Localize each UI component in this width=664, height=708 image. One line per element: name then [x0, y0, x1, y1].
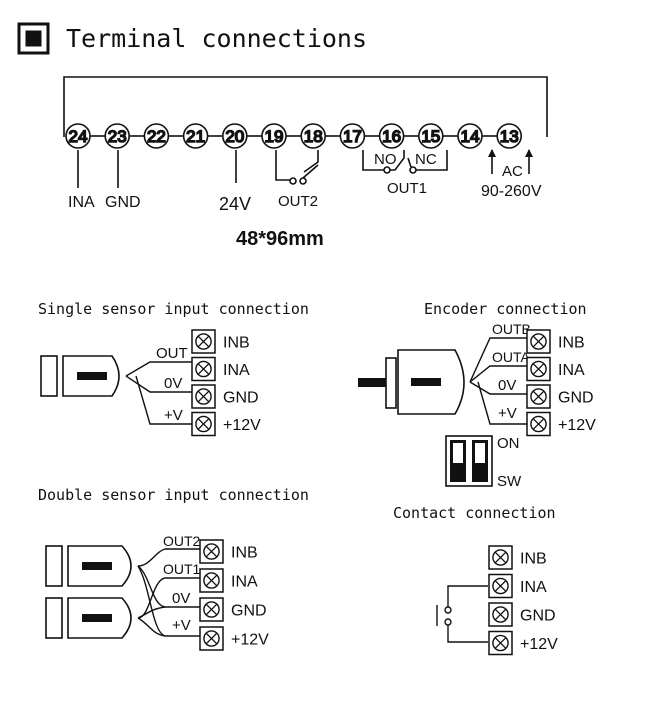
terminal-number: 21 — [186, 127, 205, 146]
label-ina: INA — [68, 194, 95, 211]
terminal-number: 17 — [343, 127, 362, 146]
terminal-number: 15 — [421, 127, 440, 146]
terminal-label: INB — [231, 545, 258, 562]
terminal-label: INB — [520, 551, 547, 568]
single-sensor-title: Single sensor input connection — [38, 300, 309, 318]
screw-terminal — [191, 384, 216, 409]
terminal-label: +12V — [520, 636, 558, 653]
screw-terminal — [191, 329, 216, 354]
title-box-icon — [17, 22, 50, 55]
terminal-13 — [496, 123, 523, 149]
single-sensor-section: Single sensor input connection OUT 0V +V… — [38, 300, 309, 437]
screw-terminal — [526, 411, 551, 437]
strip-frame — [63, 76, 548, 137]
screw-terminal — [526, 356, 551, 382]
wire-out1: OUT1 — [163, 561, 201, 577]
dimension-label: 48*96mm — [236, 228, 324, 250]
terminal-number: 16 — [382, 127, 401, 146]
terminal-number: 19 — [265, 127, 284, 146]
contact-title: Contact connection — [393, 504, 556, 522]
wire-outa: OUTA — [492, 349, 531, 365]
screw-terminal — [191, 411, 216, 437]
terminal-number: 14 — [461, 127, 480, 146]
screw-terminal — [488, 630, 513, 656]
terminal-label: GND — [223, 390, 259, 407]
terminal-number: 18 — [304, 127, 323, 146]
screw-terminal — [199, 539, 224, 564]
wire-plusv: +V — [164, 407, 183, 424]
terminal-label: INA — [231, 574, 258, 591]
dip-switch: ON SW — [445, 435, 522, 490]
terminal-label: INA — [223, 362, 250, 379]
encoder-section: Encoder connection OUTB OUTA 0V +V INB IN… — [358, 300, 596, 490]
header: Terminal connections — [17, 22, 367, 55]
terminal-number: 13 — [500, 127, 519, 146]
terminal-label: GND — [558, 390, 594, 407]
screw-terminal — [199, 626, 224, 651]
switch-sw-label: SW — [497, 473, 522, 490]
terminal-labels: INA GND 24V OUT2 NO NC OUT1 AC 90-260V 4… — [68, 151, 542, 250]
switch-on-label: ON — [497, 435, 520, 452]
terminal-strip: 24 23 22 21 20 19 18 17 16 15 14 13 — [63, 76, 548, 188]
screw-terminal — [199, 597, 224, 622]
terminal-label: +12V — [231, 632, 269, 649]
terminal-label: INB — [223, 335, 250, 352]
contact-section: Contact connection INB INA GND +12V — [393, 504, 558, 656]
label-gnd: GND — [105, 194, 141, 211]
screw-terminal — [526, 329, 551, 354]
label-nc: NC — [415, 151, 437, 168]
sensor-bodies — [45, 545, 132, 639]
screw-terminal — [526, 384, 551, 409]
terminal-number: 22 — [147, 127, 166, 146]
label-24v: 24V — [219, 194, 251, 214]
label-ac-range: 90-260V — [481, 183, 542, 200]
terminal-label: INB — [558, 335, 585, 352]
wire-out: OUT — [156, 345, 188, 362]
terminal-number: 20 — [225, 127, 244, 146]
wire-0v: 0V — [164, 375, 182, 392]
label-out1: OUT1 — [387, 180, 427, 197]
page-title: Terminal connections — [66, 24, 367, 53]
wire-0v: 0V — [172, 590, 190, 607]
double-sensor-section: Double sensor input connection OUT2 OUT1… — [38, 486, 309, 651]
screw-terminal — [199, 568, 224, 593]
terminal-number: 23 — [108, 127, 127, 146]
encoder-indicator — [411, 378, 441, 386]
terminal-label: INA — [520, 579, 547, 596]
title-box-fill — [25, 30, 42, 47]
screw-terminal — [488, 573, 513, 599]
double-sensor-title: Double sensor input connection — [38, 486, 309, 504]
label-ac: AC — [502, 163, 523, 180]
terminal-label: +12V — [558, 417, 596, 434]
screw-terminal — [488, 602, 513, 627]
screw-terminal — [488, 545, 513, 570]
terminal-label: GND — [231, 603, 267, 620]
terminal-label: INA — [558, 362, 585, 379]
screw-terminal — [191, 356, 216, 382]
terminal-label: +12V — [223, 417, 261, 434]
label-no: NO — [374, 151, 397, 168]
encoder-title: Encoder connection — [424, 300, 587, 318]
wire-outb: OUTB — [492, 321, 531, 337]
label-out2: OUT2 — [278, 193, 318, 210]
terminal-label: GND — [520, 608, 556, 625]
wire-plusv: +V — [498, 405, 517, 422]
wire-out2: OUT2 — [163, 533, 201, 549]
encoder-shaft — [358, 378, 386, 387]
sensor-body — [40, 355, 120, 397]
sensor-indicator — [77, 372, 107, 380]
terminal-number: 24 — [69, 127, 88, 146]
wire-0v: 0V — [498, 377, 516, 394]
wire-plusv: +V — [172, 617, 191, 634]
